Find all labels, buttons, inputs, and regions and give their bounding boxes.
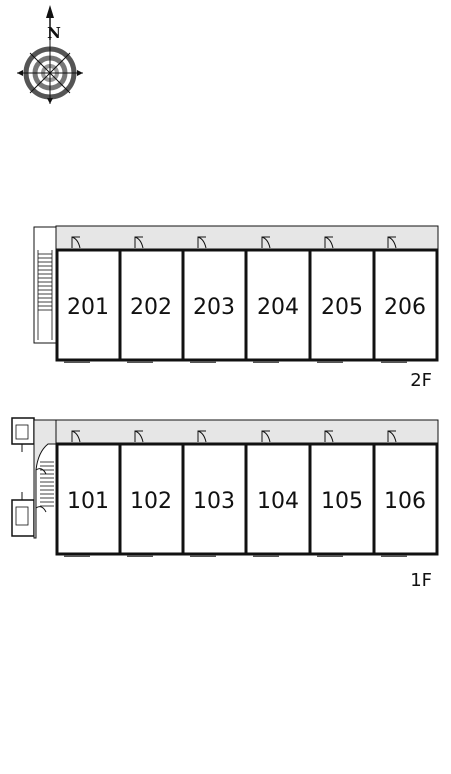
stair-treads-2f: [37, 250, 53, 340]
unit-106: [372, 442, 439, 556]
door-swings-1f: [71, 430, 397, 443]
unit-label-203: 203: [193, 295, 235, 320]
floor-label-2f: 2F: [410, 370, 432, 391]
unit-label-201: 201: [67, 295, 109, 320]
corridor-2f: [55, 225, 439, 251]
unit-101: [55, 442, 122, 556]
compass-north-label: N: [47, 24, 61, 42]
unit-102: [118, 442, 185, 556]
unit-label-206: 206: [384, 295, 426, 320]
unit-label-205: 205: [321, 295, 363, 320]
unit-206: [372, 248, 439, 362]
floor-2f-plan: 201 202 203 204 205 206 2F: [33, 225, 439, 391]
entrance-box-bottom: [11, 499, 35, 537]
unit-label-102: 102: [130, 489, 172, 514]
unit-label-106: 106: [384, 489, 426, 514]
unit-201: [55, 248, 122, 362]
unit-203: [181, 248, 248, 362]
stair-2f: [33, 226, 57, 344]
unit-label-105: 105: [321, 489, 363, 514]
unit-label-204: 204: [257, 295, 299, 320]
unit-label-103: 103: [193, 489, 235, 514]
unit-103: [181, 442, 248, 556]
floor-1f-plan: 101 102 103 104 105 106 1F: [11, 417, 439, 591]
unit-204: [244, 248, 312, 362]
stair-treads-1f: [40, 461, 54, 507]
floor-label-1f: 1F: [410, 570, 432, 591]
unit-202: [118, 248, 185, 362]
unit-labels-2f: 201 202 203 204 205 206: [67, 295, 426, 320]
unit-label-101: 101: [67, 489, 109, 514]
unit-labels-1f: 101 102 103 104 105 106: [67, 489, 426, 514]
entrance-box-top: [11, 417, 35, 445]
unit-label-104: 104: [257, 489, 299, 514]
door-swings-2f: [71, 236, 397, 249]
compass-rose-icon: N: [17, 5, 83, 104]
corridor-1f: [55, 419, 439, 445]
unit-label-202: 202: [130, 295, 172, 320]
stair-landing-1f: [33, 419, 57, 539]
